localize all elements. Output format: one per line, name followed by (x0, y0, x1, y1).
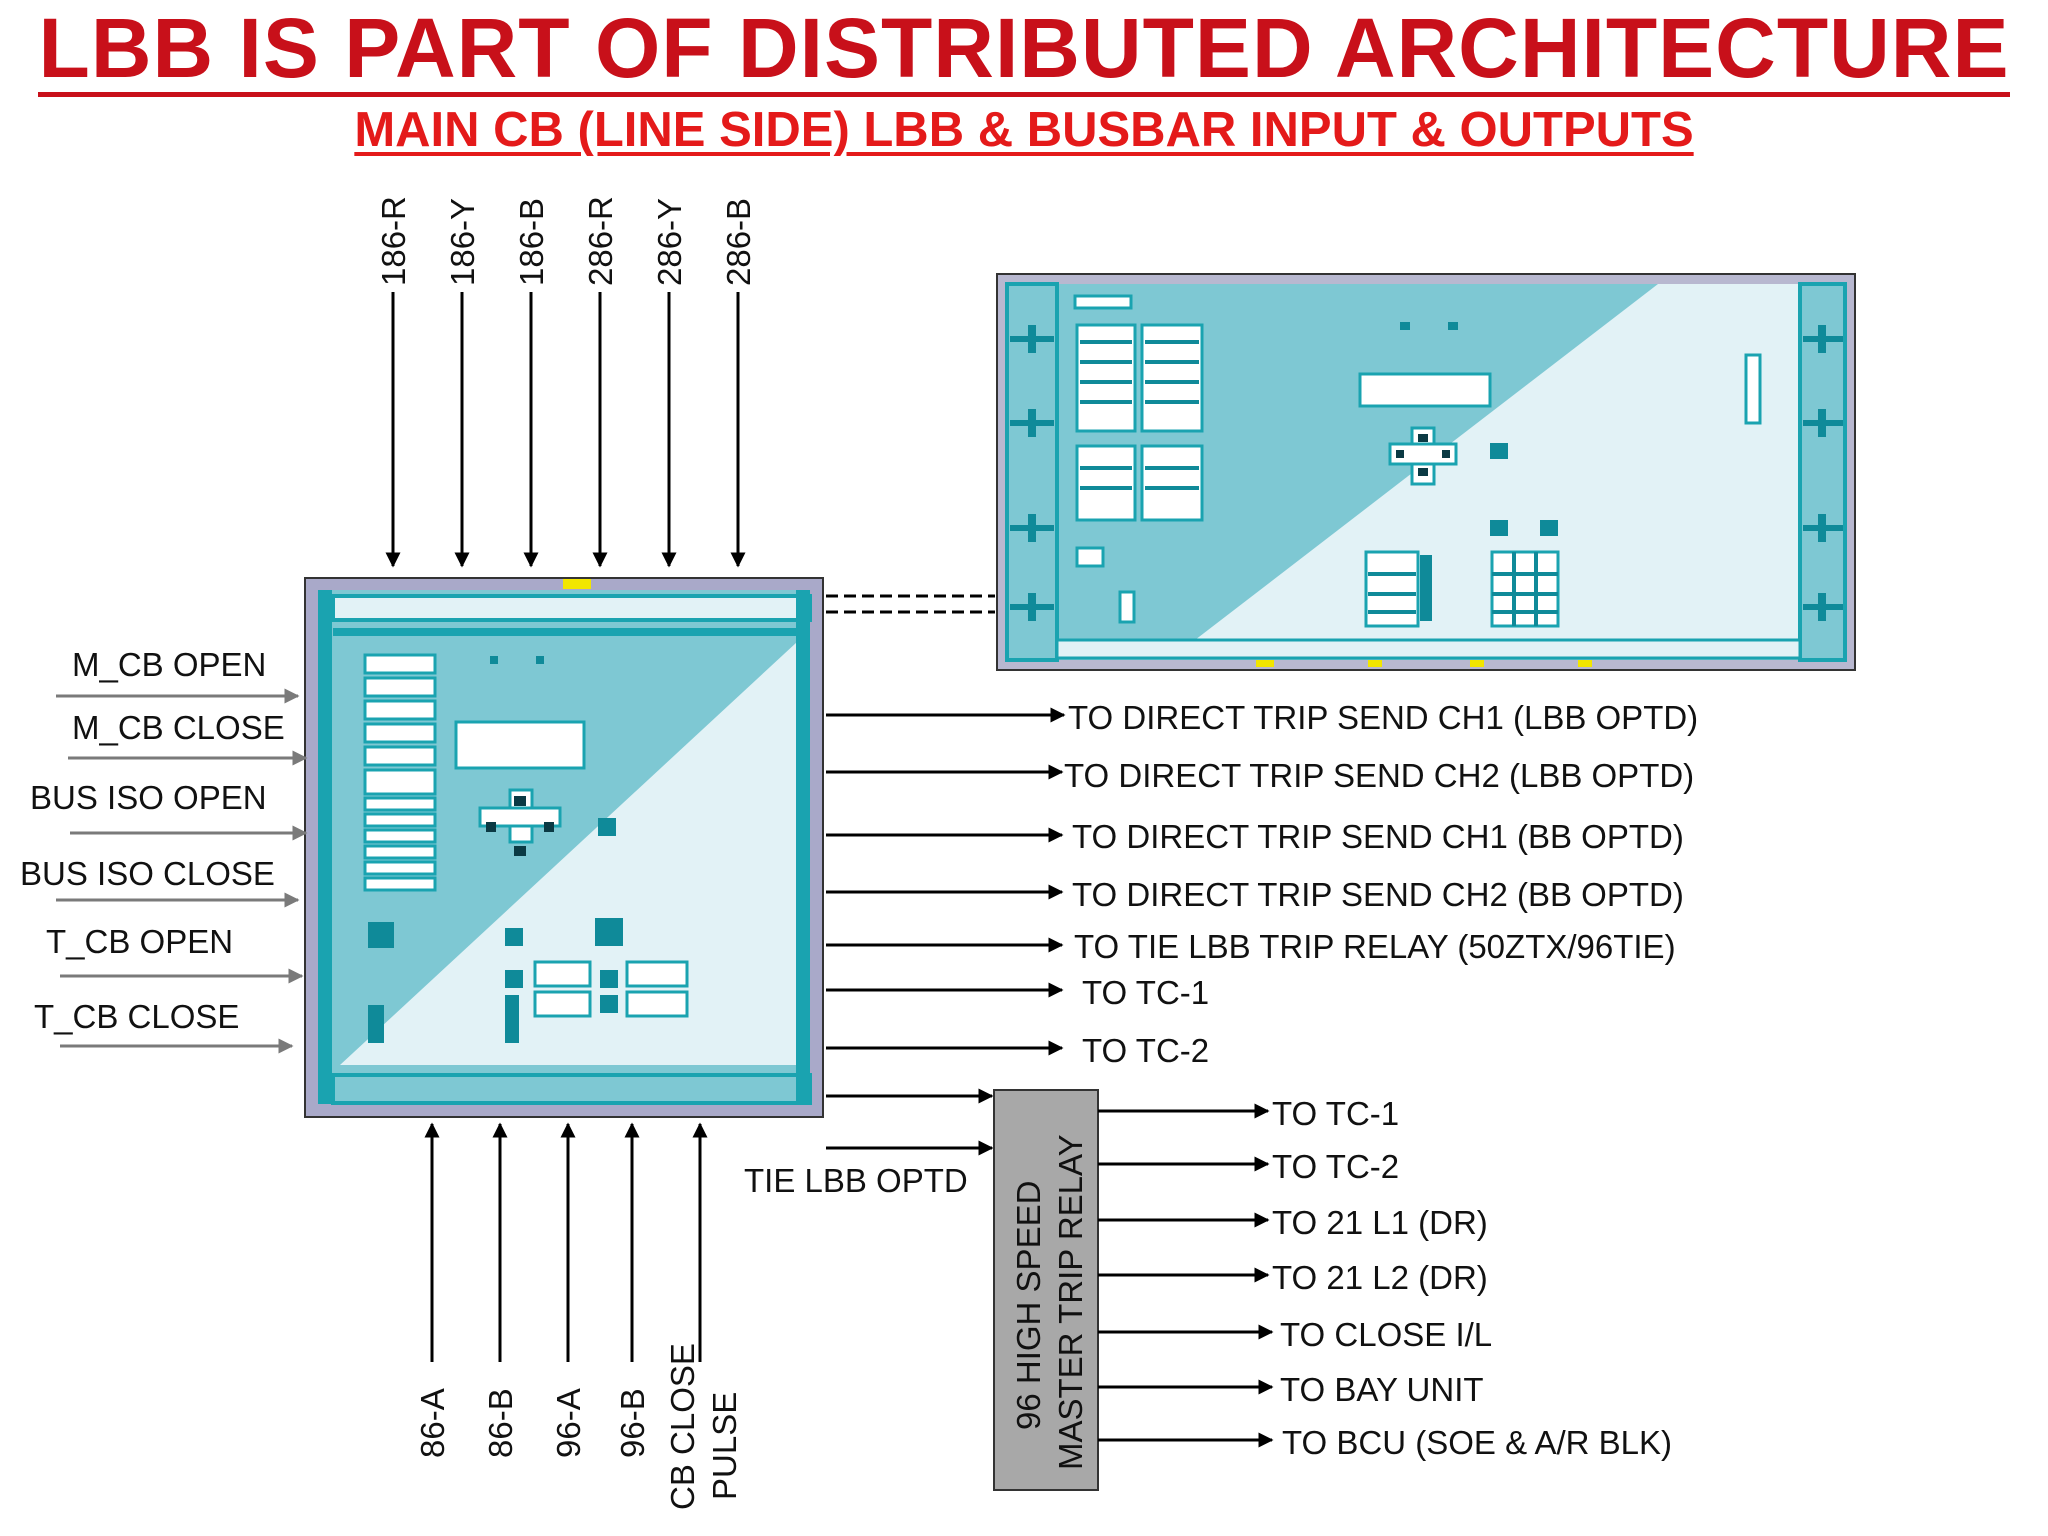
tie-lbb-optd-label: TIE LBB OPTD (744, 1162, 968, 1199)
relay-output-label: TO BAY UNIT (1280, 1371, 1484, 1408)
device-link-dashes (826, 594, 995, 614)
relay-output-label: TO BCU (SOE & A/R BLK) (1282, 1424, 1672, 1461)
right-output-label: TO TC-1 (1082, 974, 1209, 1011)
relay-output-label: TO 21 L2 (DR) (1272, 1259, 1488, 1296)
right-output-labels: TO DIRECT TRIP SEND CH1 (LBB OPTD) TO DI… (1064, 699, 1698, 1069)
top-input-label: 186-Y (444, 198, 481, 286)
right-output-label: TO DIRECT TRIP SEND CH2 (BB OPTD) (1072, 876, 1684, 913)
top-input-label: 286-Y (651, 198, 688, 286)
relay-label-line1: 96 HIGH SPEED (1010, 1181, 1047, 1430)
left-input-label: BUS ISO OPEN (30, 779, 267, 816)
bottom-input-label: 86-A (414, 1388, 451, 1458)
bottom-input-labels: 86-A 86-B 96-A 96-B CB CLOSE PULSE (414, 1343, 743, 1510)
relay-output-label: TO TC-2 (1272, 1148, 1399, 1185)
top-input-label: 186-R (375, 196, 412, 286)
left-input-label: T_CB CLOSE (34, 998, 239, 1035)
bottom-input-label: 86-B (482, 1388, 519, 1458)
left-input-label: T_CB OPEN (46, 923, 233, 960)
bottom-input-label: PULSE (706, 1392, 743, 1500)
top-input-arrows (385, 292, 746, 568)
right-output-label: TO TC-2 (1082, 1032, 1209, 1069)
top-input-label: 286-R (582, 196, 619, 286)
page-title: LBB IS PART OF DISTRIBUTED ARCHITECTURE (38, 1, 2010, 95)
left-input-arrows (56, 688, 308, 1054)
lbb-relay-detail-view (996, 273, 1856, 671)
subtitle-text: MAIN CB (LINE SIDE) LBB & BUSBAR INPUT &… (354, 103, 1694, 157)
title-underline (38, 92, 2010, 97)
relay-output-labels: TO TC-1 TO TC-2 TO 21 L1 (DR) TO 21 L2 (… (1272, 1095, 1672, 1461)
bottom-input-label: CB CLOSE (664, 1343, 701, 1510)
lbb-relay-device (304, 577, 824, 1118)
bottom-input-label: 96-B (614, 1388, 651, 1458)
master-trip-relay-box: 96 HIGH SPEED MASTER TRIP RELAY (993, 1089, 1099, 1491)
right-output-label: TO DIRECT TRIP SEND CH2 (LBB OPTD) (1064, 757, 1694, 794)
right-output-label: TO TIE LBB TRIP RELAY (50ZTX/96TIE) (1074, 928, 1676, 965)
relay-input-arrows (826, 1088, 994, 1156)
top-input-labels: 186-R 186-Y 186-B 286-R 286-Y 286-B (375, 196, 757, 286)
right-output-arrows (826, 707, 1066, 1056)
bottom-input-label: 96-A (550, 1388, 587, 1458)
relay-label-line2: MASTER TRIP RELAY (1052, 1134, 1089, 1470)
left-input-label: M_CB OPEN (72, 646, 266, 683)
page-subtitle: MAIN CB (LINE SIDE) LBB & BUSBAR INPUT &… (0, 100, 2048, 160)
right-output-label: TO DIRECT TRIP SEND CH1 (LBB OPTD) (1068, 699, 1698, 736)
left-input-label: BUS ISO CLOSE (20, 855, 275, 892)
right-output-label: TO DIRECT TRIP SEND CH1 (BB OPTD) (1072, 818, 1684, 855)
relay-output-label: TO CLOSE I/L (1280, 1316, 1492, 1353)
relay-output-label: TO 21 L1 (DR) (1272, 1204, 1488, 1241)
top-input-label: 186-B (513, 198, 550, 286)
left-input-labels: M_CB OPEN M_CB CLOSE BUS ISO OPEN BUS IS… (20, 646, 285, 1035)
left-input-label: M_CB CLOSE (72, 709, 285, 746)
top-input-label: 286-B (720, 198, 757, 286)
relay-output-arrows (1098, 1103, 1274, 1448)
relay-output-label: TO TC-1 (1272, 1095, 1399, 1132)
bottom-input-arrows (424, 1122, 708, 1362)
